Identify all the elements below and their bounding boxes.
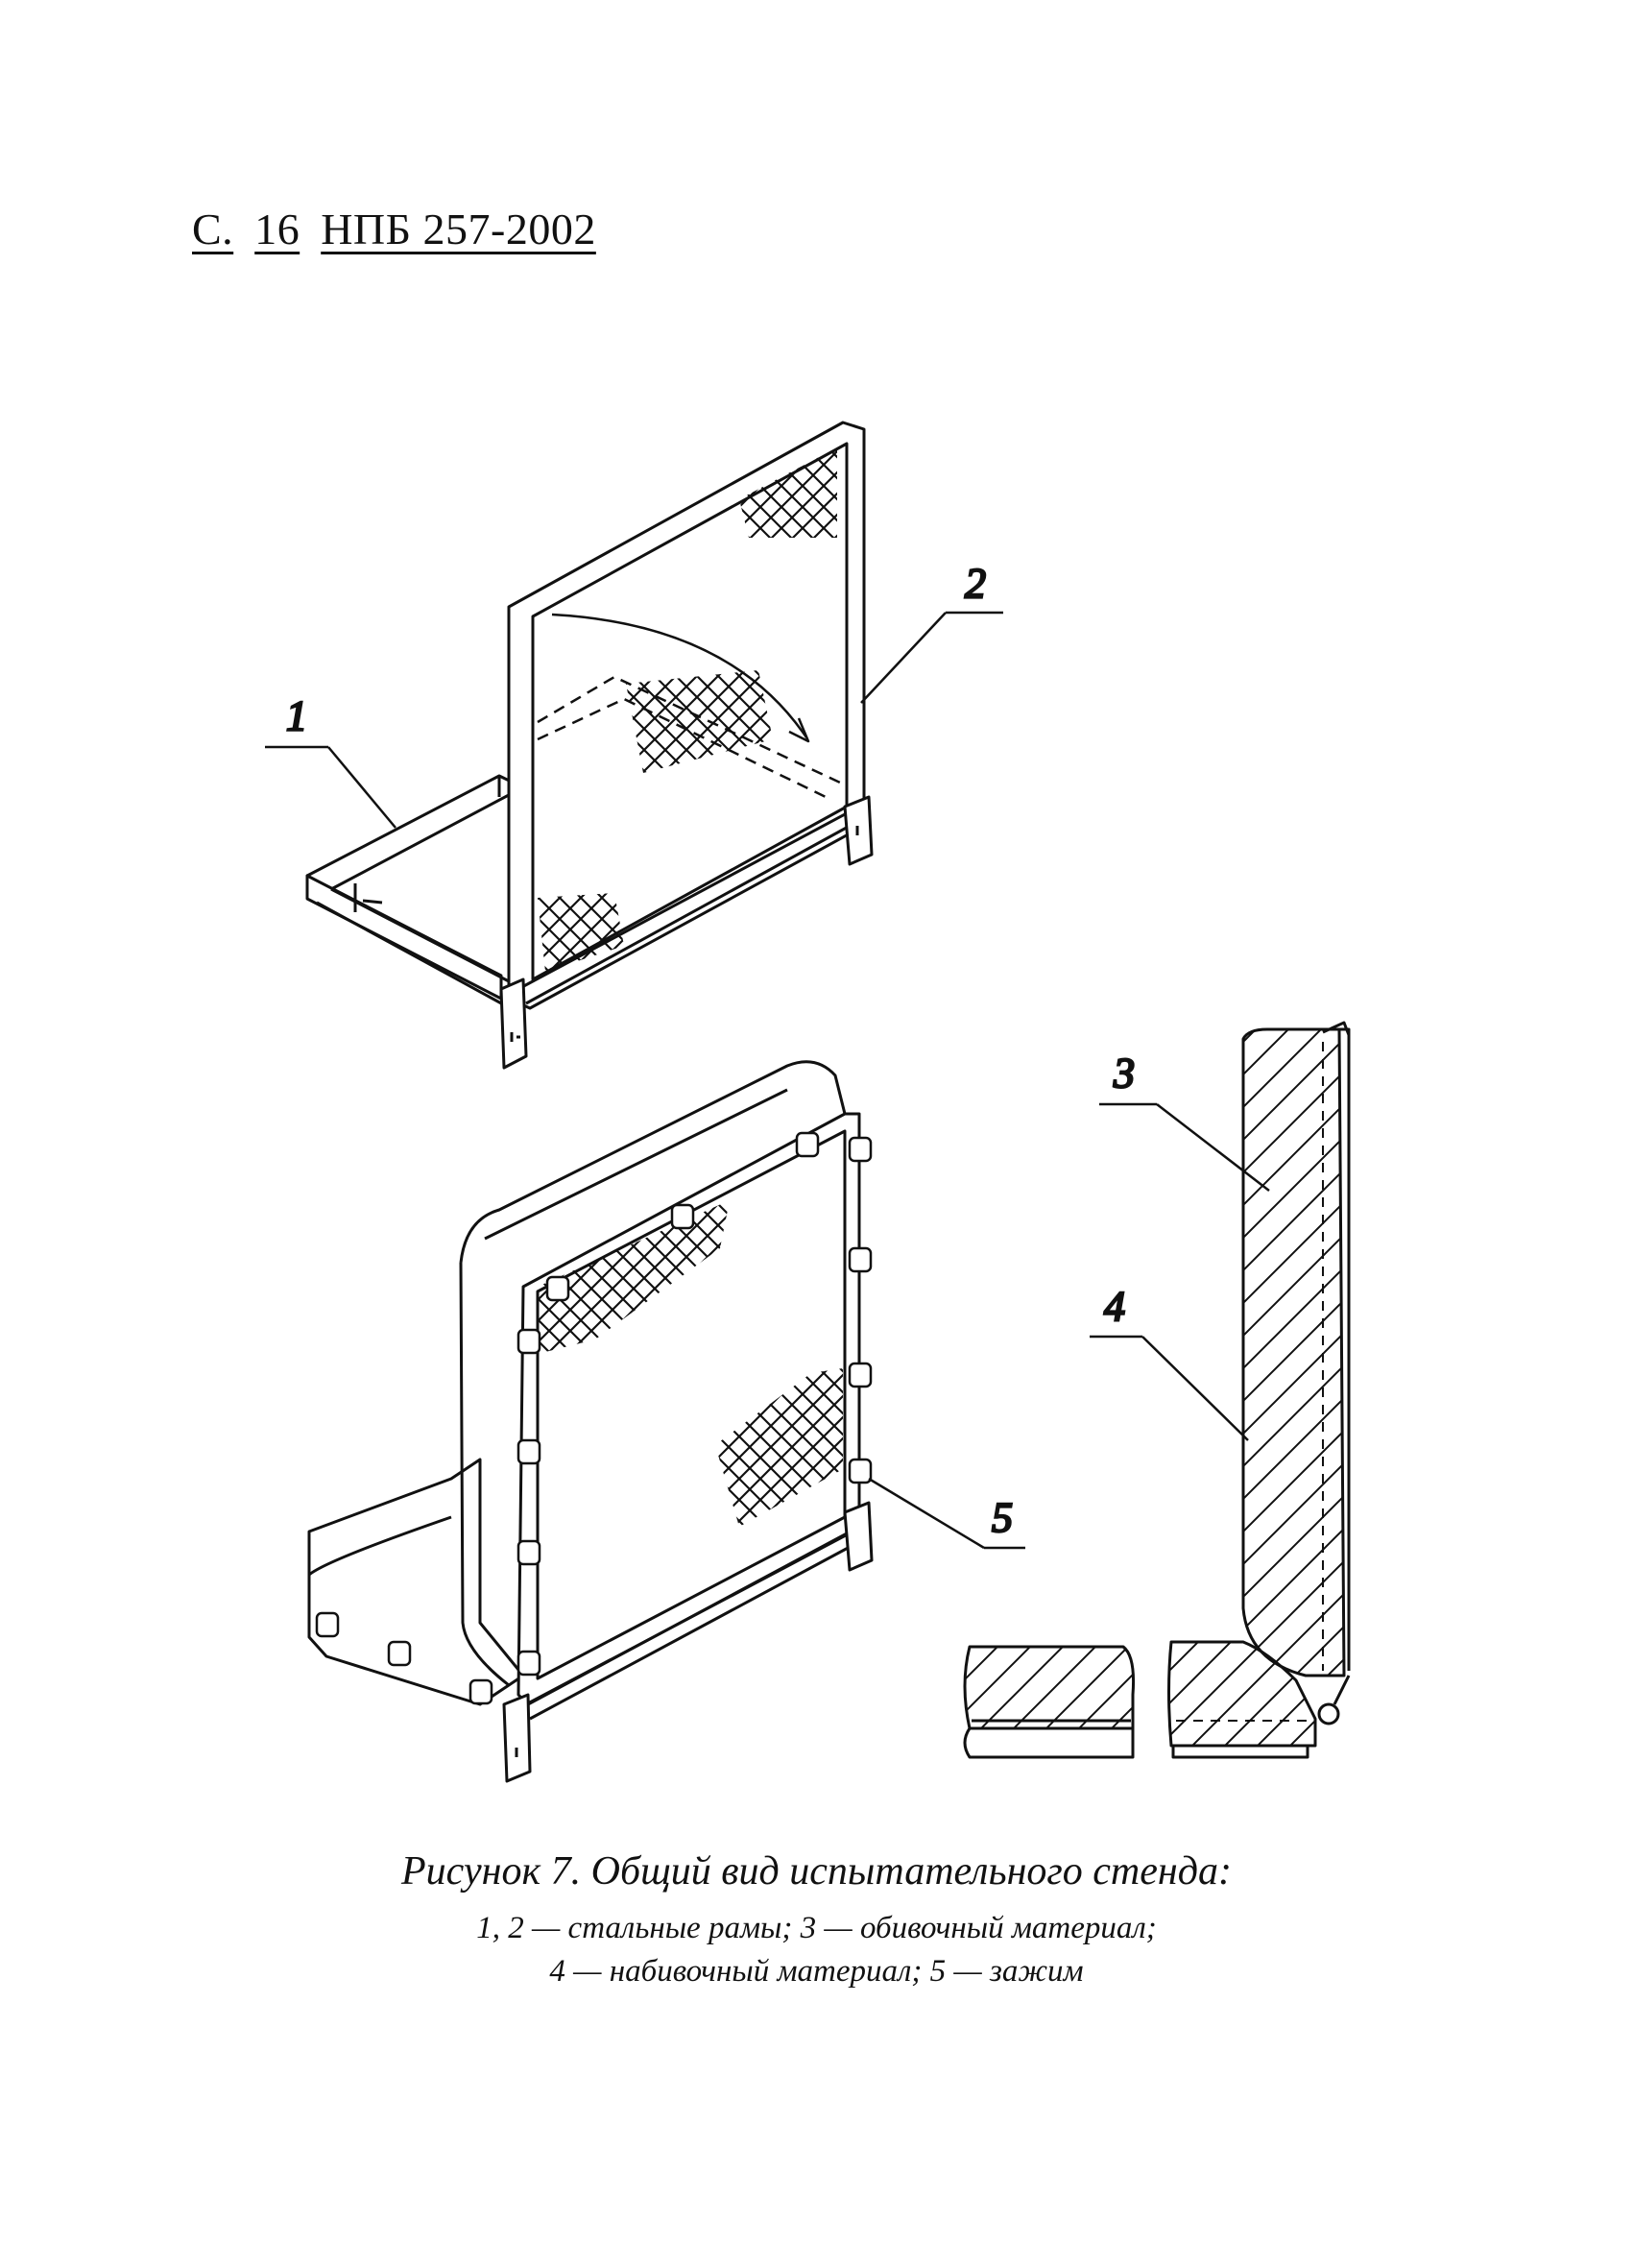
section-view <box>963 1021 1351 1759</box>
callout-3: 3 <box>1099 1049 1270 1192</box>
figure-caption-legend-line1: 1, 2 — стальные рамы; 3 — обивочный мате… <box>476 1911 1157 1945</box>
figure-caption-title: Рисунок 7. Общий вид испытательного стен… <box>401 1849 1232 1894</box>
callout-2: 2 <box>860 559 1003 704</box>
callout-5: 5 <box>868 1477 1025 1550</box>
callout-2-label: 2 <box>965 560 986 607</box>
open-frames-view <box>305 421 874 1070</box>
callout-4-label: 4 <box>1104 1283 1125 1330</box>
figure-caption-legend-line2: 4 — набивочный материал; 5 — зажим <box>549 1954 1084 1989</box>
callout-3-label: 3 <box>1113 1050 1135 1097</box>
callout-1: 1 <box>265 691 396 829</box>
upholstered-stand-view <box>307 1060 874 1783</box>
callout-1-label: 1 <box>286 692 307 739</box>
page-header: С. 16 НПБ 257-2002 <box>192 204 617 254</box>
header-page-number: 16 <box>254 205 300 253</box>
header-prefix: С. <box>192 205 234 253</box>
callout-5-label: 5 <box>992 1494 1013 1541</box>
header-standard: НПБ 257-2002 <box>321 205 596 253</box>
callout-4: 4 <box>1090 1282 1249 1441</box>
